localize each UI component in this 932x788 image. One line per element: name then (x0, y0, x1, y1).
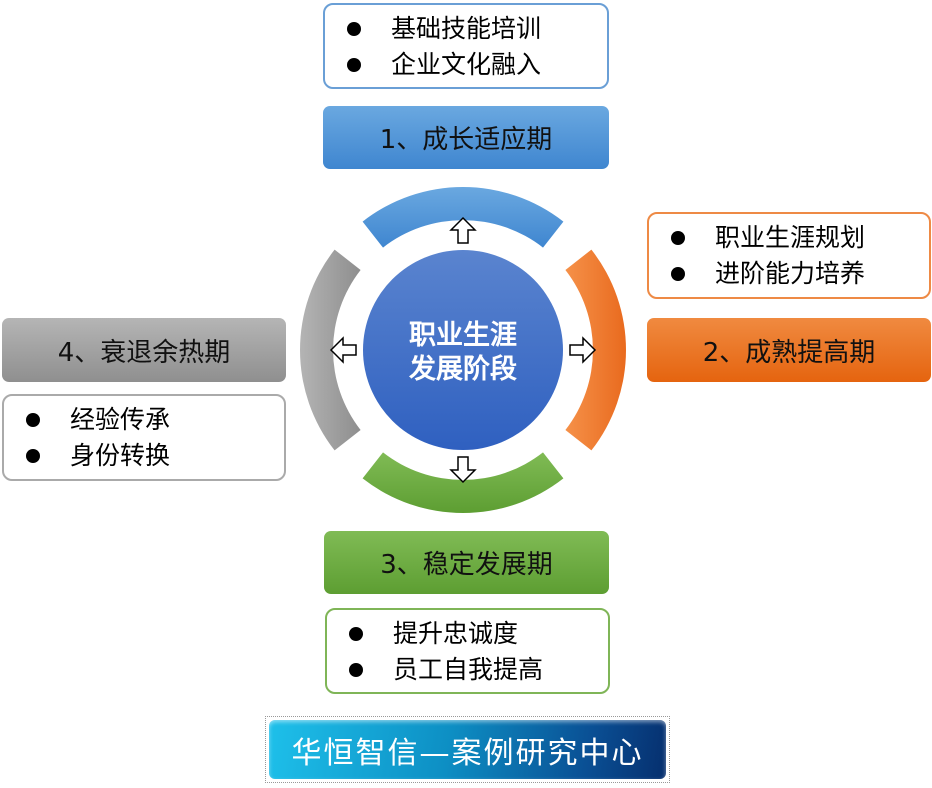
stage-4-bullets: 经验传承 身份转换 (2, 394, 286, 481)
bullet-item: 员工自我提高 (349, 652, 608, 688)
bullet-text: 企业文化融入 (391, 50, 542, 79)
arrow-left-icon (329, 336, 357, 364)
bullet-icon (347, 58, 361, 72)
stage-1-label: 1、成长适应期 (323, 106, 609, 169)
arrow-up-icon (449, 216, 477, 244)
bullet-icon (671, 267, 685, 281)
bullet-icon (349, 627, 363, 641)
bullet-item: 经验传承 (26, 402, 284, 438)
stage-2-bullets: 职业生涯规划 进阶能力培养 (647, 212, 931, 299)
arrow-down-icon (449, 456, 477, 484)
bullet-item: 职业生涯规划 (671, 220, 929, 256)
bullet-icon (26, 413, 40, 427)
bullet-text: 职业生涯规划 (715, 223, 866, 252)
bullet-icon (347, 22, 361, 36)
bullet-icon (349, 663, 363, 677)
bullet-item: 身份转换 (26, 438, 284, 474)
bullet-text: 提升忠诚度 (393, 619, 519, 648)
bullet-item: 进阶能力培养 (671, 256, 929, 292)
center-title-line1: 职业生涯 (409, 320, 517, 351)
bullet-item: 基础技能培训 (347, 11, 607, 47)
source-banner: 华恒智信—案例研究中心 (265, 716, 670, 783)
bullet-text: 经验传承 (70, 405, 171, 434)
stage-2-label: 2、成熟提高期 (647, 318, 931, 382)
center-circle (363, 250, 563, 450)
bullet-text: 进阶能力培养 (715, 259, 866, 288)
bullet-text: 员工自我提高 (393, 655, 544, 684)
stage-3-bullets: 提升忠诚度 员工自我提高 (325, 608, 610, 694)
bullet-item: 提升忠诚度 (349, 616, 608, 652)
bullet-icon (671, 231, 685, 245)
bullet-text: 身份转换 (70, 441, 171, 470)
center-title-line2: 发展阶段 (408, 353, 517, 385)
arrow-right-icon (569, 336, 597, 364)
bullet-item: 企业文化融入 (347, 47, 607, 83)
bullet-icon (26, 449, 40, 463)
bullet-text: 基础技能培训 (391, 14, 542, 43)
stage-3-label: 3、稳定发展期 (324, 531, 609, 594)
stage-1-bullets: 基础技能培训 企业文化融入 (323, 3, 609, 89)
banner-text: 华恒智信—案例研究中心 (269, 720, 666, 779)
stage-4-label: 4、衰退余热期 (2, 318, 286, 382)
